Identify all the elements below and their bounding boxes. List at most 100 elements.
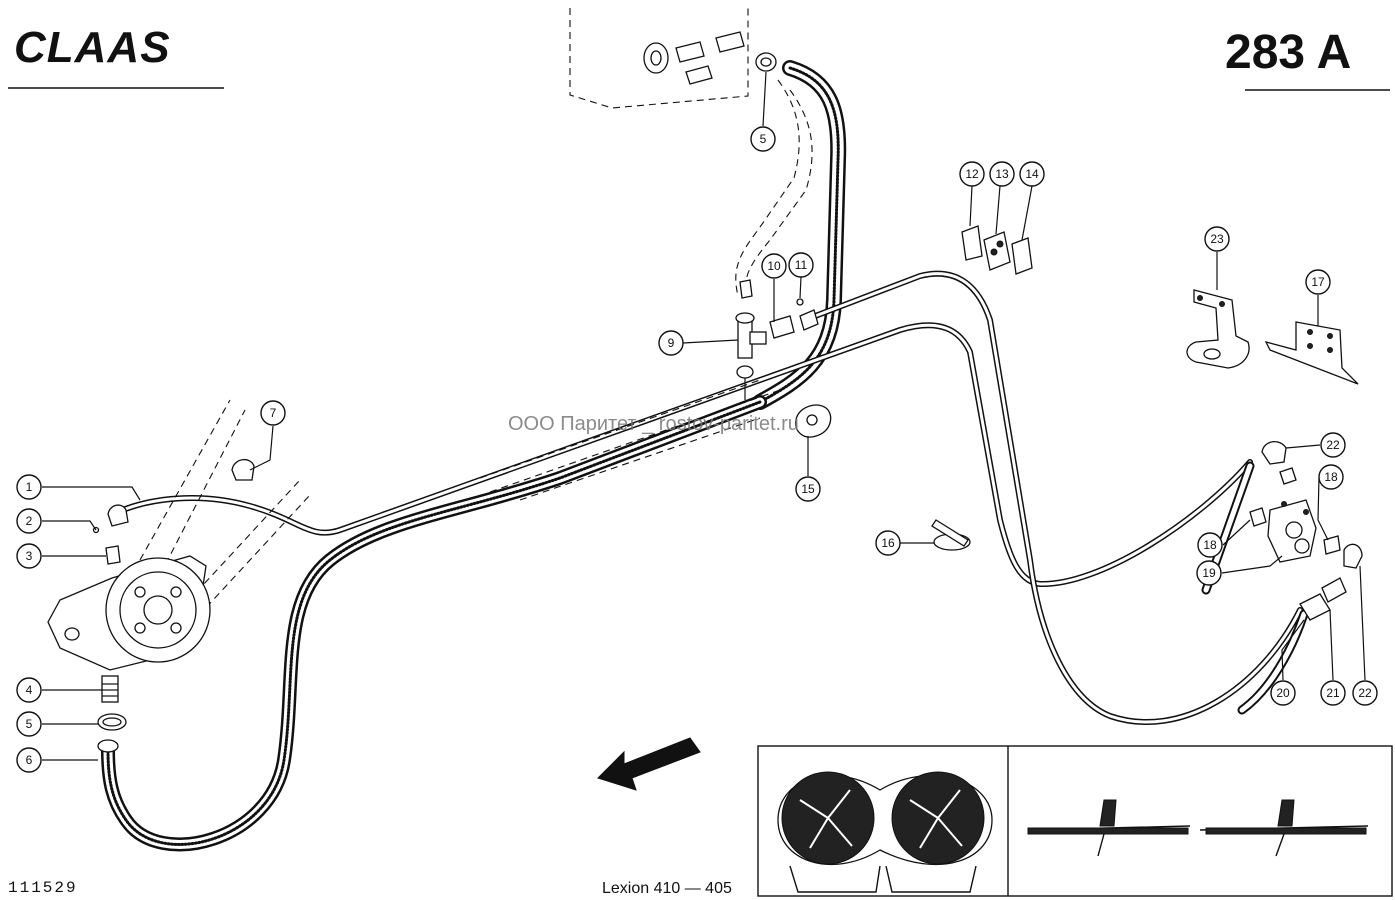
callout-leaders	[42, 71, 1366, 761]
brand-logo: CLAAS	[14, 23, 171, 72]
callout-label: 16	[881, 536, 895, 550]
suction-hose-top	[752, 60, 847, 410]
alternate-hose-dashed-2	[735, 79, 800, 297]
callout-11: 11	[788, 252, 814, 278]
screw-fitting-left	[1249, 507, 1267, 527]
elbow-fitting-lower	[1343, 543, 1363, 569]
callout-label: 1	[26, 480, 33, 494]
callout-15: 15	[795, 476, 821, 502]
callout-22-upper: 22	[1320, 432, 1346, 458]
callout-18-upper: 18	[1318, 464, 1344, 490]
adapter-fitting	[769, 315, 795, 339]
callout-label: 13	[995, 167, 1009, 181]
hose-clamp-top-inner	[760, 57, 772, 67]
reservoir-outline	[569, 8, 749, 109]
callout-19: 19	[1196, 560, 1222, 586]
pipe-nut	[799, 309, 819, 331]
callout-12: 12	[959, 161, 985, 187]
callout-label: 21	[1326, 686, 1340, 700]
callout-7: 7	[260, 400, 286, 426]
pump-hub	[143, 595, 173, 625]
callout-9: 9	[658, 330, 684, 356]
header: CLAAS 283 A	[8, 23, 1390, 91]
callout-label: 18	[1324, 470, 1338, 484]
hose-clamp-left-inner	[102, 717, 122, 727]
callout-14: 14	[1019, 161, 1045, 187]
callout-22-lower: 22	[1352, 680, 1378, 706]
callout-label: 6	[26, 753, 33, 767]
callout-3: 3	[16, 543, 42, 569]
pipe-clamp-single	[961, 225, 983, 261]
callout-label: 5	[760, 132, 767, 146]
callout-label: 14	[1025, 167, 1039, 181]
callout-13: 13	[989, 161, 1015, 187]
seal-ring-small	[796, 298, 804, 306]
direction-arrow	[597, 737, 701, 791]
frame-dashed-3	[519, 417, 761, 501]
callout-18-left: 18	[1197, 532, 1223, 558]
callout-label: 18	[1203, 538, 1217, 552]
reservoir-fitting-3	[685, 65, 713, 85]
pressure-pipe-lower	[807, 270, 1303, 726]
callout-label: 20	[1276, 686, 1290, 700]
valve-block	[1267, 499, 1317, 563]
callout-6: 6	[16, 747, 42, 773]
mounting-bracket-angled	[1186, 289, 1250, 369]
hose-clip	[231, 459, 255, 481]
screw-fitting-right	[1323, 535, 1341, 555]
frame-dashed-1	[479, 379, 761, 479]
callout-5-left: 5	[16, 711, 42, 737]
watermark-text: ООО Паритет _ rostov-paritet.ru	[508, 413, 799, 435]
callout-23: 23	[1204, 226, 1230, 252]
elbow-fitting-upper	[1261, 441, 1287, 465]
callout-label: 9	[668, 336, 675, 350]
screw-fitting-upper	[1279, 467, 1297, 485]
callout-2: 2	[16, 508, 42, 534]
callout-label: 7	[270, 406, 277, 420]
callout-label: 19	[1202, 566, 1216, 580]
callout-label: 10	[767, 259, 781, 273]
callout-label: 2	[26, 514, 33, 528]
reservoir-fitting	[675, 41, 705, 63]
hydraulic-pump	[47, 555, 211, 671]
hose-nipple	[101, 675, 119, 703]
callout-4: 4	[16, 677, 42, 703]
pump-fitting	[105, 545, 121, 565]
alternate-hose-end	[739, 279, 753, 299]
reservoir-port-inner	[650, 50, 662, 66]
callout-label: 15	[801, 482, 815, 496]
fan-blades-right	[909, 789, 963, 849]
reservoir-fitting-2	[715, 31, 745, 53]
callout-label: 22	[1326, 438, 1340, 452]
side-view-bar-right	[1205, 827, 1367, 835]
tee-fitting	[735, 312, 767, 400]
frame-dashed-2	[489, 389, 781, 493]
belt-dashed-1	[139, 399, 231, 561]
fan-blades-left	[799, 789, 853, 849]
pump-bolt	[134, 586, 146, 598]
side-view-fins	[1099, 799, 1295, 827]
callout-label: 5	[26, 717, 33, 731]
hose-end-opening	[97, 739, 119, 753]
callout-16: 16	[875, 530, 901, 556]
banjo-fitting	[107, 504, 129, 527]
callout-label: 11	[795, 258, 808, 272]
return-hose-main	[101, 395, 767, 852]
callout-label: 3	[26, 549, 33, 563]
callout-label: 23	[1210, 232, 1224, 246]
pump-bolt	[170, 586, 182, 598]
inset-frame	[757, 745, 1393, 897]
page-code: 283 A	[1225, 26, 1351, 79]
callout-21: 21	[1320, 680, 1346, 706]
side-view-bar-left	[1027, 827, 1189, 835]
callout-label: 4	[26, 683, 33, 697]
callout-label: 12	[965, 167, 979, 181]
side-view-legs	[1097, 833, 1285, 857]
model-label: Lexion 410 — 405	[602, 880, 732, 897]
alternate-hose-dashed	[745, 89, 813, 291]
pressure-pipe-upper	[115, 322, 1253, 588]
hose-fitting-nut	[1321, 577, 1347, 603]
callout-10: 10	[761, 253, 787, 279]
callout-20: 20	[1270, 680, 1296, 706]
